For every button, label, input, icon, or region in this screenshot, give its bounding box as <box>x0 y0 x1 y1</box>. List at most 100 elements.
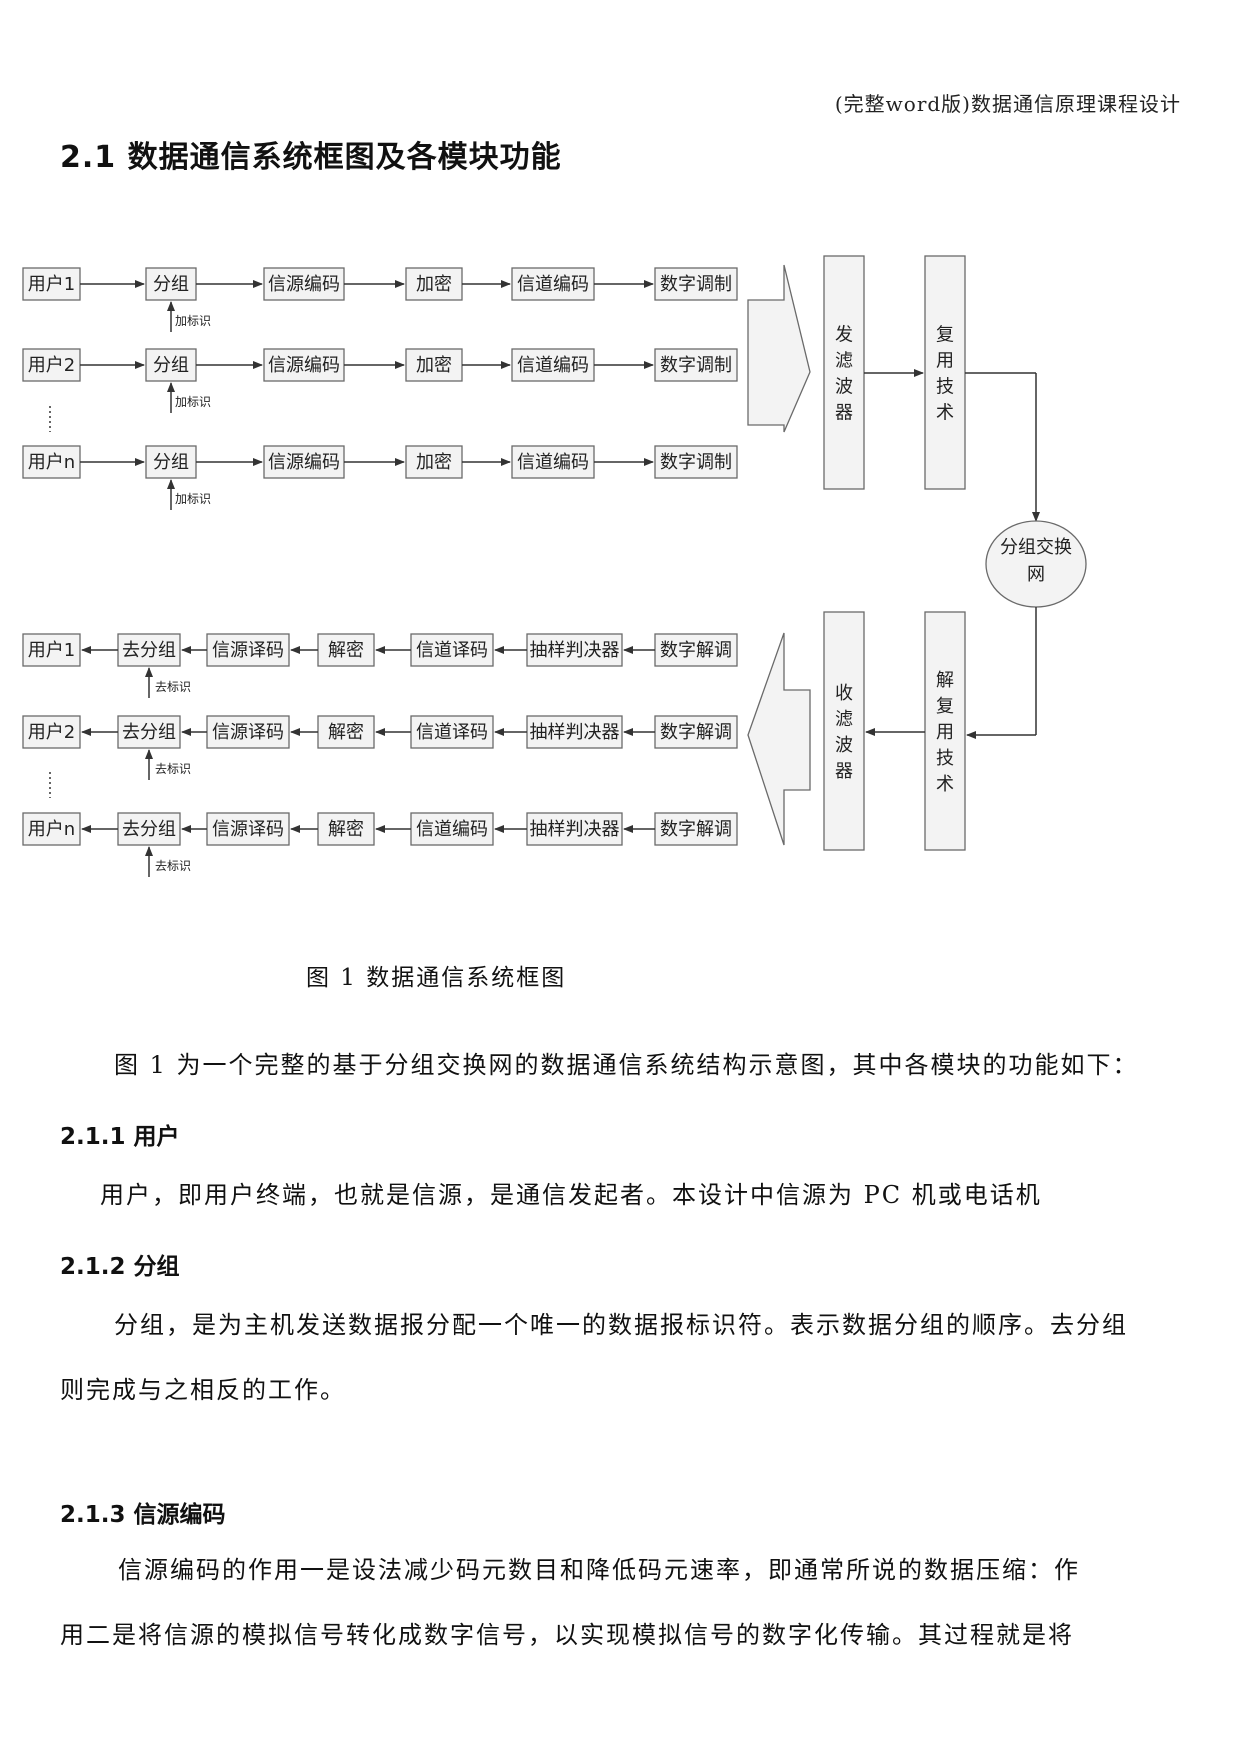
tx-tag-label-1: 加标识 <box>175 314 211 328</box>
paragraph-source-line1: 信源编码的作用一是设法减少码元数目和降低码元速率，即通常所说的数据压缩：作 <box>118 1556 1080 1584</box>
rx-user-3-label: 用户n <box>28 819 75 840</box>
tx-source-encode-1: 信源编码 <box>263 267 345 301</box>
paragraph-source-line2: 用二是将信源的模拟信号转化成数字信号，以实现模拟信号的数字化传输。其过程就是将 <box>60 1621 1074 1649</box>
rx-demodulate-1-label: 数字解调 <box>660 640 732 661</box>
rx-decrypt-1: 解密 <box>317 633 375 667</box>
rx-sampler-2-label: 抽样判决器 <box>530 722 620 743</box>
tx-group-2: 分组 <box>145 348 197 382</box>
rx-tag-label-2: 去标识 <box>155 762 191 776</box>
tx-modulate-1: 数字调制 <box>654 267 738 301</box>
rx-split-arrow <box>747 632 811 846</box>
rx-filter-char: 滤 <box>835 709 853 730</box>
rx-ungroup-3-label: 去分组 <box>122 819 176 840</box>
tx-modulate-3-label: 数字调制 <box>660 452 732 473</box>
tx-encrypt-2: 加密 <box>405 348 463 382</box>
tx-source-encode-3-label: 信源编码 <box>268 452 340 473</box>
network-label-line1: 分组交换 <box>1000 537 1072 558</box>
tx-encrypt-1-label: 加密 <box>416 274 452 295</box>
tx-channel-encode-3: 信道编码 <box>511 445 595 479</box>
tx-filter-char: 器 <box>835 403 853 424</box>
tx-modulate-2-label: 数字调制 <box>660 355 732 376</box>
tx-channel-encode-2-label: 信道编码 <box>517 355 589 376</box>
rx-channel-decode-3: 信道编码 <box>410 812 494 846</box>
rx-source-decode-3-label: 信源译码 <box>212 819 284 840</box>
tx-filter-char: 波 <box>835 377 853 398</box>
rx-demodulate-3-label: 数字解调 <box>660 819 732 840</box>
rx-ungroup-1-label: 去分组 <box>122 640 176 661</box>
rx-demodulate-3: 数字解调 <box>654 812 738 846</box>
demux-char: 用 <box>936 722 954 743</box>
section-title: 2.1 数据通信系统框图及各模块功能 <box>60 140 562 175</box>
rx-user-2-label: 用户2 <box>28 722 75 743</box>
rx-user-1: 用户1 <box>22 633 81 667</box>
rx-source-decode-3: 信源译码 <box>206 812 290 846</box>
mux-char: 技 <box>936 377 954 398</box>
rx-channel-decode-2-label: 信道译码 <box>416 722 488 743</box>
tx-filter-char: 发 <box>835 325 853 346</box>
heading-2-1-2: 2.1.2 分组 <box>60 1254 180 1280</box>
rx-source-decode-2-label: 信源译码 <box>212 722 284 743</box>
rx-filter-char: 器 <box>835 761 853 782</box>
mux-char: 用 <box>936 351 954 372</box>
rx-user-3: 用户n <box>22 812 81 846</box>
rx-demodulate-1: 数字解调 <box>654 633 738 667</box>
tx-user-1-label: 用户1 <box>28 274 75 295</box>
tx-source-encode-2-label: 信源编码 <box>268 355 340 376</box>
rx-source-decode-1: 信源译码 <box>206 633 290 667</box>
tx-group-3: 分组 <box>145 445 197 479</box>
tx-encrypt-3: 加密 <box>405 445 463 479</box>
rx-tag-label-3: 去标识 <box>155 859 191 873</box>
rx-ungroup-3: 去分组 <box>117 812 181 846</box>
tx-user-1: 用户1 <box>22 267 81 301</box>
tx-user-2-label: 用户2 <box>28 355 75 376</box>
tx-modulate-2: 数字调制 <box>654 348 738 382</box>
tx-group-2-label: 分组 <box>153 355 189 376</box>
tx-tag-label-2: 加标识 <box>175 395 211 409</box>
tx-modulate-3: 数字调制 <box>654 445 738 479</box>
rx-user-2: 用户2 <box>22 715 81 749</box>
network-label-line2: 网 <box>1027 564 1045 585</box>
rx-sampler-3-label: 抽样判决器 <box>530 819 620 840</box>
tx-user-3-label: 用户n <box>28 452 75 473</box>
demux-char: 解 <box>936 670 954 691</box>
mux-char: 术 <box>936 403 954 424</box>
intro-paragraph: 图 1 为一个完整的基于分组交换网的数据通信系统结构示意图，其中各模块的功能如下… <box>114 1051 1139 1079</box>
tx-encrypt-1: 加密 <box>405 267 463 301</box>
rx-decrypt-2: 解密 <box>317 715 375 749</box>
rx-filter-char: 收 <box>835 683 853 704</box>
rx-tag-label-1: 去标识 <box>155 680 191 694</box>
tx-channel-encode-3-label: 信道编码 <box>517 452 589 473</box>
tx-channel-encode-1-label: 信道编码 <box>517 274 589 295</box>
rx-decrypt-2-label: 解密 <box>328 722 364 743</box>
rx-sampler-1: 抽样判决器 <box>526 633 623 667</box>
packet-switch-network: 分组交换网 <box>985 520 1087 608</box>
rx-decrypt-1-label: 解密 <box>328 640 364 661</box>
tx-merge-arrow <box>747 264 811 433</box>
tx-modulate-1-label: 数字调制 <box>660 274 732 295</box>
tx-source-encode-2: 信源编码 <box>263 348 345 382</box>
rx-source-decode-2: 信源译码 <box>206 715 290 749</box>
rx-sampler-3: 抽样判决器 <box>526 812 623 846</box>
rx-user-1-label: 用户1 <box>28 640 75 661</box>
tx-channel-encode-2: 信道编码 <box>511 348 595 382</box>
tx-encrypt-2-label: 加密 <box>416 355 452 376</box>
rx-demodulate-2: 数字解调 <box>654 715 738 749</box>
demux-char: 术 <box>936 774 954 795</box>
paragraph-group-line1: 分组，是为主机发送数据报分配一个唯一的数据报标识符。表示数据分组的顺序。去分组 <box>114 1311 1128 1339</box>
figure-caption: 图 1 数据通信系统框图 <box>306 965 567 991</box>
demux-char: 复 <box>936 696 954 717</box>
rx-sampler-1-label: 抽样判决器 <box>530 640 620 661</box>
demux-char: 技 <box>936 748 954 769</box>
tx-group-3-label: 分组 <box>153 452 189 473</box>
tx-group-1-label: 分组 <box>153 274 189 295</box>
rx-filter-char: 波 <box>835 735 853 756</box>
tx-user-3: 用户n <box>22 445 81 479</box>
rx-channel-decode-2: 信道译码 <box>410 715 494 749</box>
paragraph-user: 用户，即用户终端，也就是信源，是通信发起者。本设计中信源为 PC 机或电话机 <box>100 1181 1042 1209</box>
tx-encrypt-3-label: 加密 <box>416 452 452 473</box>
heading-2-1-1: 2.1.1 用户 <box>60 1124 180 1150</box>
